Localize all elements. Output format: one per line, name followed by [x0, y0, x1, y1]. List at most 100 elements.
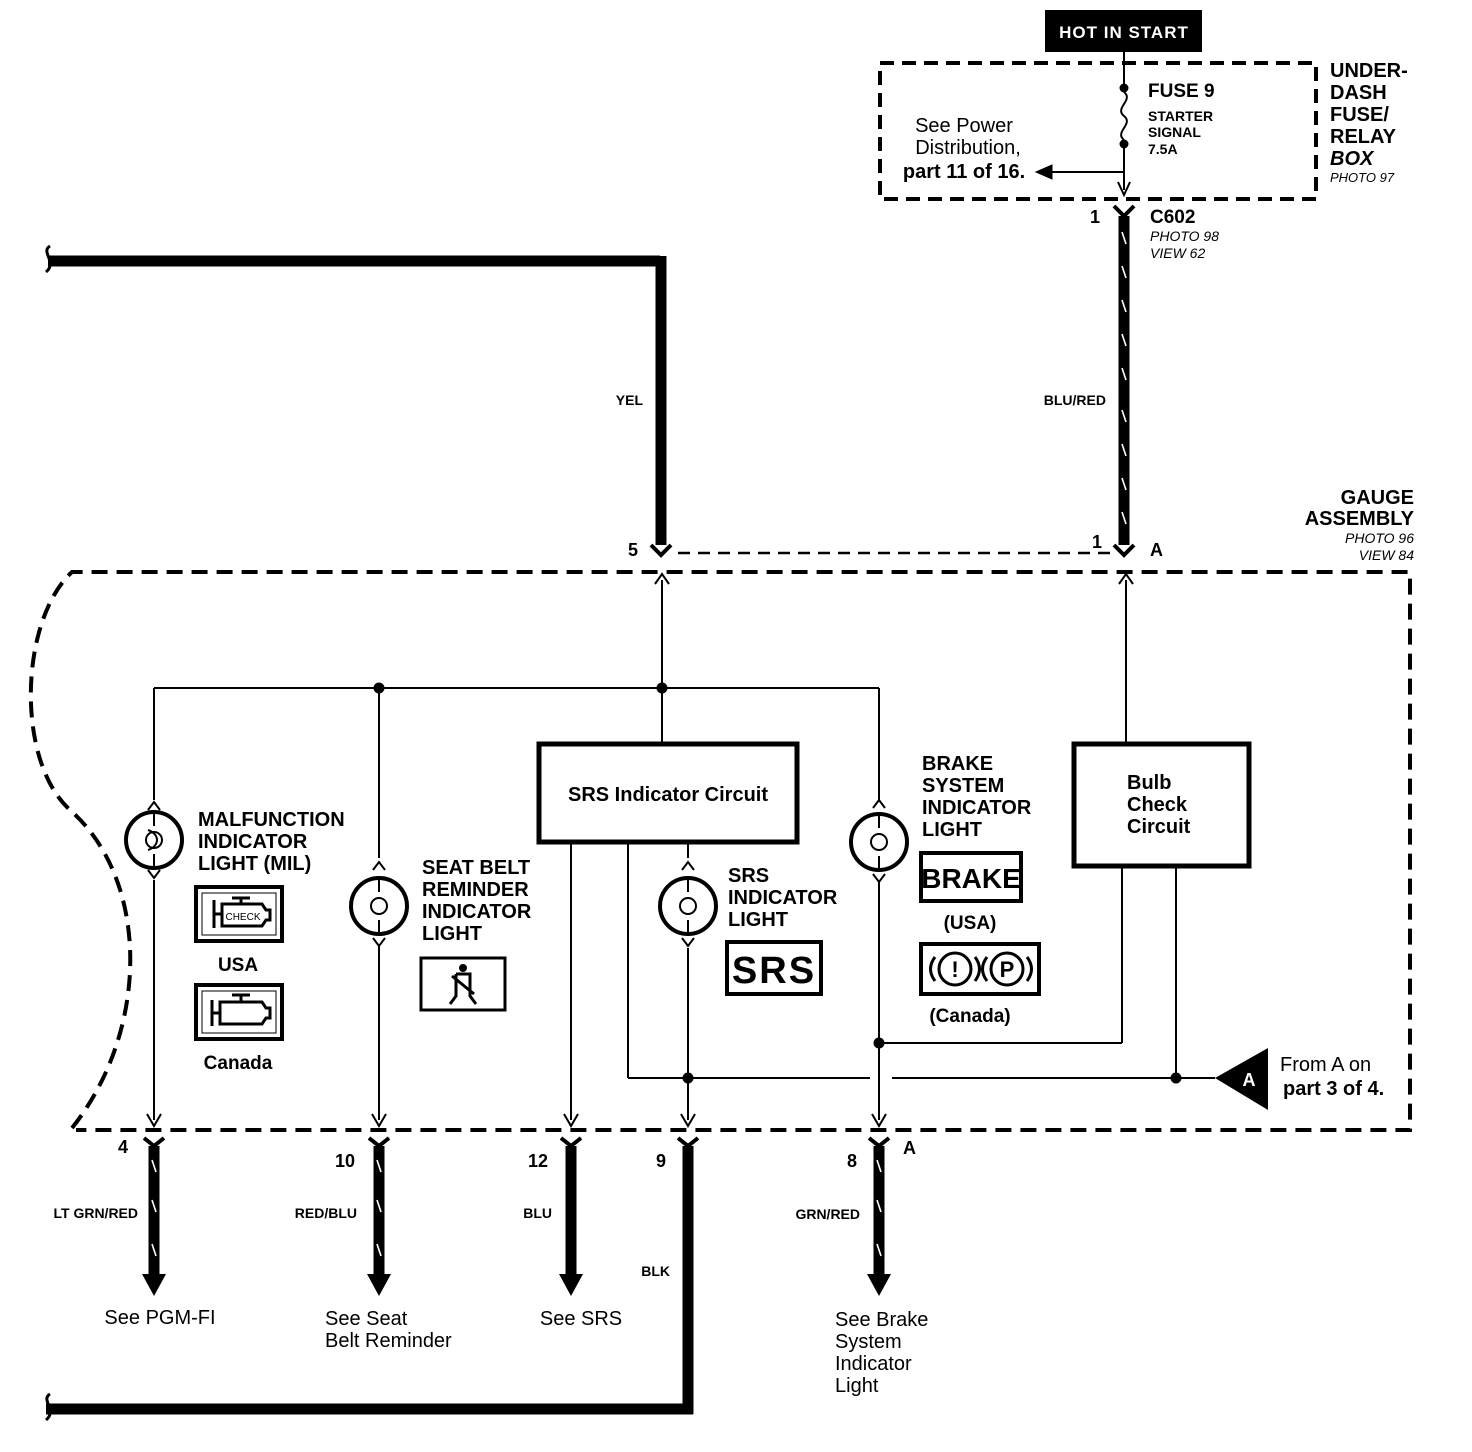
wire-yel: [44, 244, 667, 545]
wire-red-blu: [367, 1146, 391, 1296]
wire-label-blk: BLK: [641, 1263, 670, 1279]
connector-c602: 1 C602 PHOTO 98 VIEW 62: [1090, 204, 1219, 261]
svg-text:INDICATOR: INDICATOR: [198, 831, 308, 853]
svg-text:SIGNAL: SIGNAL: [1148, 124, 1201, 140]
pin-12: 12: [528, 1151, 548, 1171]
wire-label-red-blu: RED/BLU: [295, 1205, 357, 1221]
mil-label: MALFUNCTION INDICATOR LIGHT (MIL): [198, 809, 345, 875]
wire-label-blu: BLU: [523, 1205, 552, 1221]
wire-lt-grn-red: [142, 1146, 166, 1296]
connector-a-bottom: A: [903, 1138, 916, 1158]
srs-icon: SRS: [725, 940, 823, 996]
brake-canada-label: (Canada): [929, 1006, 1010, 1027]
svg-text:See Brake: See Brake: [835, 1309, 928, 1331]
pin-4: 4: [118, 1137, 128, 1157]
dest-seat-belt: See Seat Belt Reminder: [325, 1308, 452, 1352]
svg-text:Distribution,: Distribution,: [915, 137, 1021, 159]
svg-text:LIGHT (MIL): LIGHT (MIL): [198, 853, 311, 875]
gauge-bottom-connector: 4 10 12 9 8 A: [118, 1136, 916, 1171]
seat-belt-label: SEAT BELT REMINDER INDICATOR LIGHT: [422, 857, 532, 945]
svg-text:INDICATOR: INDICATOR: [728, 887, 838, 909]
svg-text:Bulb: Bulb: [1127, 772, 1171, 794]
svg-text:System: System: [835, 1331, 902, 1353]
wire-label-blu-red: BLU/RED: [1044, 392, 1106, 408]
svg-text:MALFUNCTION: MALFUNCTION: [198, 809, 345, 831]
pin-5: 5: [628, 540, 638, 560]
svg-text:VIEW 62: VIEW 62: [1150, 245, 1205, 261]
from-a-reference: A From A on part 3 of 4.: [1215, 1048, 1384, 1110]
dest-pgm-fi: See PGM-FI: [104, 1307, 215, 1329]
srs-bulb: [658, 860, 718, 948]
svg-text:Indicator: Indicator: [835, 1353, 912, 1375]
fuse-box-name: UNDER- DASH FUSE/ RELAY BOX PHOTO 97: [1330, 60, 1408, 185]
svg-text:Light: Light: [835, 1375, 879, 1397]
brake-label: BRAKE SYSTEM INDICATOR LIGHT: [922, 753, 1032, 841]
svg-text:LIGHT: LIGHT: [922, 819, 982, 841]
svg-text:BRAKE: BRAKE: [922, 753, 993, 775]
svg-text:FUSE/: FUSE/: [1330, 104, 1389, 126]
fuse-9-symbol: [1034, 52, 1131, 198]
svg-text:1: 1: [1090, 207, 1100, 227]
svg-text:part 11 of 16.: part 11 of 16.: [903, 161, 1025, 183]
pin-8: 8: [847, 1151, 857, 1171]
srs-light-label: SRS INDICATOR LIGHT: [728, 865, 838, 931]
dest-srs: See SRS: [540, 1308, 622, 1330]
svg-text:SRS: SRS: [728, 865, 769, 887]
svg-text:PHOTO 96: PHOTO 96: [1345, 530, 1414, 546]
connector-a-top: A: [1150, 540, 1163, 560]
mil-usa-label: USA: [218, 955, 258, 976]
pin-10: 10: [335, 1151, 355, 1171]
wire-label-lt-grn-red: LT GRN/RED: [53, 1205, 138, 1221]
svg-text:From A on: From A on: [1280, 1054, 1371, 1076]
hot-in-start-label: HOT IN START: [1059, 23, 1189, 42]
from-a-letter: A: [1243, 1070, 1256, 1090]
canada-icon-exclaim: !: [951, 957, 958, 982]
pin-9: 9: [656, 1151, 666, 1171]
svg-text:RELAY: RELAY: [1330, 126, 1397, 148]
dest-brake: See Brake System Indicator Light: [835, 1309, 928, 1397]
svg-text:DASH: DASH: [1330, 82, 1387, 104]
svg-text:See Power: See Power: [915, 115, 1013, 137]
wire-blk: [44, 1146, 694, 1422]
svg-text:C602: C602: [1150, 207, 1195, 228]
svg-text:FUSE 9: FUSE 9: [1148, 81, 1215, 102]
srs-icon-text: SRS: [732, 950, 816, 992]
mil-check-engine-icon-usa: CHECK: [194, 885, 284, 943]
wire-blu-red: [1118, 216, 1130, 545]
gauge-top-connector: 5 1 A: [628, 532, 1163, 560]
srs-indicator-circuit-label: SRS Indicator Circuit: [568, 784, 768, 806]
svg-text:INDICATOR: INDICATOR: [922, 797, 1032, 819]
seat-belt-bulb: [349, 860, 409, 948]
svg-text:LIGHT: LIGHT: [422, 923, 482, 945]
svg-text:part 3 of 4.: part 3 of 4.: [1283, 1078, 1384, 1100]
srs-indicator-circuit-box: SRS Indicator Circuit: [536, 741, 800, 845]
junction-dots: [373, 682, 1182, 1084]
mil-engine-icon-canada: [194, 983, 284, 1041]
gauge-assembly-outline: [28, 570, 1412, 1132]
svg-text:LIGHT: LIGHT: [728, 909, 788, 931]
see-power-distribution: See Power Distribution, part 11 of 16.: [903, 115, 1025, 183]
svg-text:SEAT BELT: SEAT BELT: [422, 857, 530, 879]
svg-text:BOX: BOX: [1330, 148, 1375, 170]
svg-text:PHOTO 97: PHOTO 97: [1330, 170, 1395, 185]
svg-text:Check: Check: [1127, 794, 1188, 816]
internal-arrows: [146, 572, 1134, 1128]
bulb-check-circuit-box: Bulb Check Circuit: [1071, 741, 1252, 869]
brake-icon-canada: ! P: [919, 942, 1041, 996]
svg-text:See Seat: See Seat: [325, 1308, 408, 1330]
mil-bulb: [124, 800, 184, 880]
wire-grn-red: [867, 1146, 891, 1296]
svg-text:INDICATOR: INDICATOR: [422, 901, 532, 923]
svg-text:SYSTEM: SYSTEM: [922, 775, 1004, 797]
brake-usa-label: (USA): [944, 913, 997, 934]
hot-in-start-badge: HOT IN START: [1045, 10, 1202, 52]
gauge-assembly-label: GAUGE ASSEMBLY PHOTO 96 VIEW 84: [1305, 487, 1415, 563]
svg-text:Belt Reminder: Belt Reminder: [325, 1330, 452, 1352]
seat-belt-icon: [419, 956, 507, 1012]
svg-text:7.5A: 7.5A: [1148, 141, 1178, 157]
svg-text:STARTER: STARTER: [1148, 108, 1213, 124]
svg-text:UNDER-: UNDER-: [1330, 60, 1408, 82]
wire-label-yel: YEL: [616, 392, 644, 408]
wire-label-grn-red: GRN/RED: [795, 1206, 860, 1222]
